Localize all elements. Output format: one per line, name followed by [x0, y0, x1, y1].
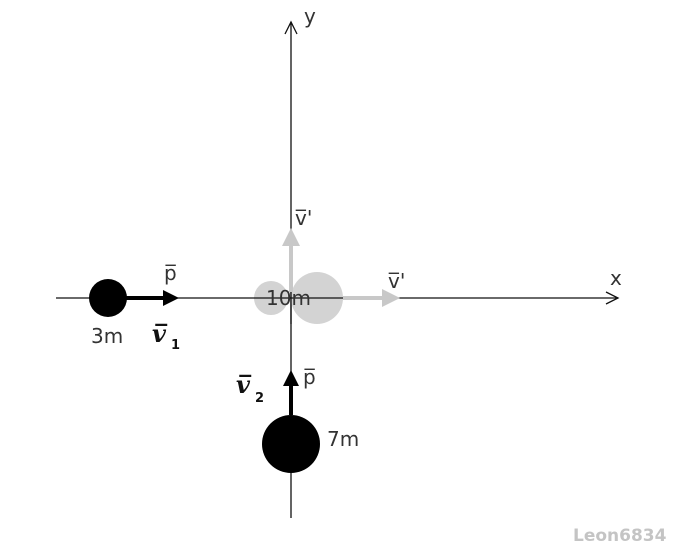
- watermark: Leon6834: [573, 526, 667, 546]
- velocity-2-symbol: v̅: [236, 370, 251, 399]
- velocity-after-x-arrowhead: [382, 289, 400, 307]
- combined-mass-label: 10m: [266, 286, 311, 310]
- velocity-1-symbol: v̅: [152, 319, 167, 348]
- momentum-2-label: p̅: [303, 365, 316, 389]
- small-mass-body: [89, 279, 127, 317]
- velocity-2-index: 2: [255, 391, 264, 406]
- velocity-after-x-label: v̅': [388, 269, 405, 293]
- small-mass-label: 3m: [91, 324, 123, 348]
- y-axis-arrowhead: [284, 20, 298, 35]
- x-axis-arrowhead: [605, 291, 620, 305]
- large-mass-label: 7m: [327, 427, 359, 451]
- momentum-1-label: p̅: [164, 261, 177, 285]
- momentum-2-arrowhead: [283, 370, 299, 386]
- momentum-1-arrowhead: [163, 290, 179, 306]
- y-axis-label: y: [304, 4, 316, 28]
- velocity-after-y-arrowhead: [282, 228, 300, 246]
- velocity-after-y-label: v̅': [295, 206, 312, 230]
- large-mass-body: [262, 415, 320, 473]
- velocity-1-index: 1: [171, 338, 180, 353]
- x-axis-label: x: [610, 266, 622, 290]
